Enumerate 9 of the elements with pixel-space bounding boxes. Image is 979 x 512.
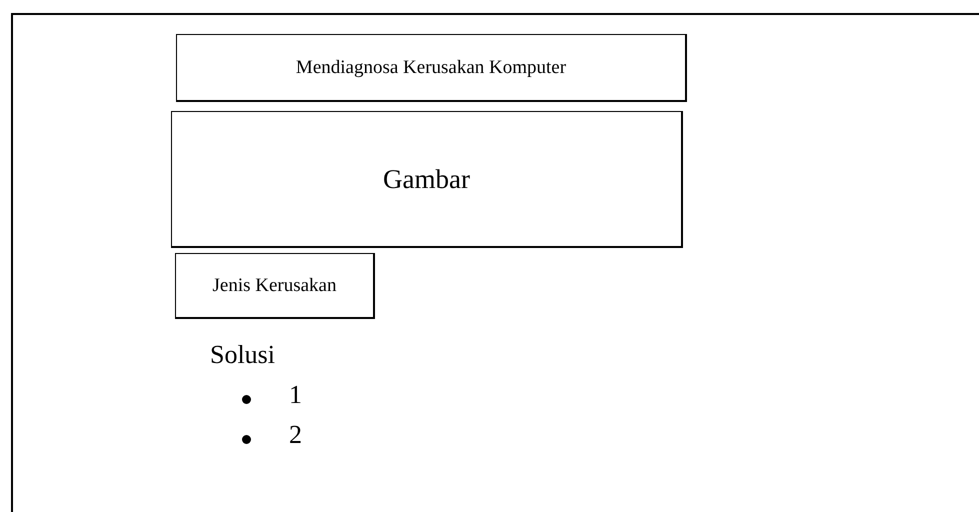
- list-item: 1: [289, 380, 302, 410]
- box-label: Mendiagnosa Kerusakan Komputer: [296, 56, 566, 78]
- section-heading: Solusi: [210, 340, 276, 370]
- list-item: 2: [289, 420, 302, 450]
- category-box: [175, 253, 375, 319]
- box-label: Gambar: [383, 164, 470, 194]
- box-label: Jenis Kerusakan: [212, 274, 336, 296]
- title-box: [176, 34, 687, 102]
- image-placeholder-box: [171, 111, 683, 248]
